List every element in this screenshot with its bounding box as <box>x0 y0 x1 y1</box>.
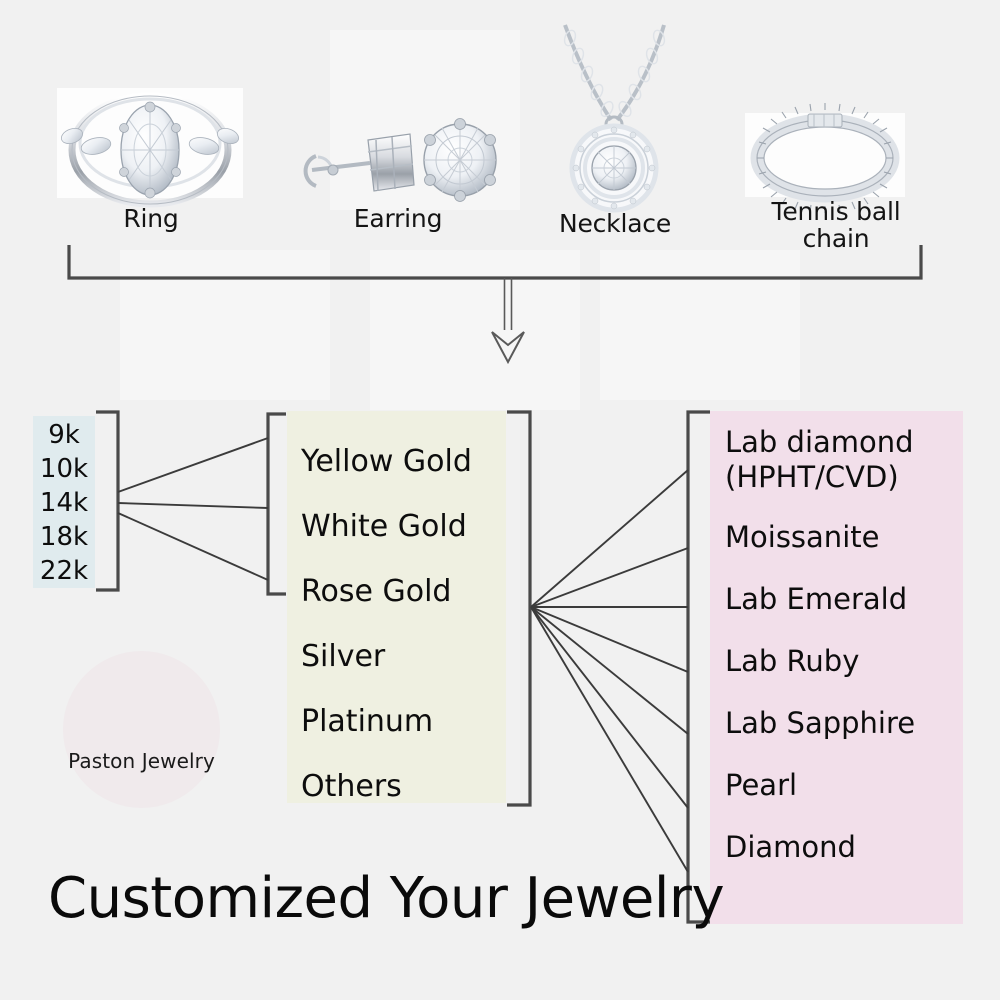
necklace-photo <box>563 24 666 213</box>
metal-to-gem-lines <box>530 469 689 873</box>
karat-option-9k[interactable]: 9k <box>48 420 80 450</box>
karat-option-10k[interactable]: 10k <box>39 454 89 484</box>
metal-option-platinum[interactable]: Platinum <box>301 704 434 739</box>
product-tennis-ball-chain[interactable]: Tennis ball chain <box>760 198 912 252</box>
karat-options-box: 9k 10k 14k 18k 22k <box>33 416 95 588</box>
gem-bracket-icon <box>686 410 710 924</box>
metal-option-yellow-gold[interactable]: Yellow Gold <box>301 444 472 479</box>
metal-option-white-gold[interactable]: White Gold <box>301 509 467 544</box>
product-label: Earring <box>353 204 443 233</box>
top-group-bracket-icon <box>67 245 923 280</box>
product-earring[interactable]: Earring <box>325 205 471 232</box>
product-label: Ring <box>123 204 179 233</box>
gem-option-pearl[interactable]: Pearl <box>725 768 798 802</box>
product-ring[interactable]: Ring <box>78 205 224 232</box>
metal-option-silver[interactable]: Silver <box>301 639 386 674</box>
product-label: Tennis ball chain <box>771 197 901 253</box>
ring-photo <box>57 88 243 208</box>
karat-bracket-icon <box>96 410 120 592</box>
tennis-bracelet-photo <box>745 103 905 213</box>
metal-bracket-icon <box>266 410 532 807</box>
gem-option-lab-sapphire[interactable]: Lab Sapphire <box>725 706 916 740</box>
gem-option-moissanite[interactable]: Moissanite <box>725 520 880 554</box>
karat-option-18k[interactable]: 18k <box>39 522 89 552</box>
down-arrow-icon <box>491 278 525 365</box>
brand-name: Paston Jewelry <box>68 748 215 773</box>
gem-option-lab-diamond[interactable]: Lab diamond (HPHT/CVD) <box>725 425 914 494</box>
page-title: Customized Your Jewelry <box>48 866 725 931</box>
metal-options-box: Yellow Gold White Gold Rose Gold Silver … <box>287 411 506 804</box>
gem-option-diamond[interactable]: Diamond <box>725 830 856 864</box>
product-necklace[interactable]: Necklace <box>542 210 688 237</box>
gemstone-options-box: Lab diamond (HPHT/CVD) Moissanite Lab Em… <box>710 411 963 924</box>
gem-option-lab-emerald[interactable]: Lab Emerald <box>725 582 908 616</box>
earring-photo <box>303 118 497 202</box>
karat-option-14k[interactable]: 14k <box>39 488 89 518</box>
brand-logo[interactable]: Paston Jewelry <box>63 651 220 808</box>
karat-option-22k[interactable]: 22k <box>39 556 89 586</box>
gem-option-lab-ruby[interactable]: Lab Ruby <box>725 644 860 678</box>
karat-to-metal-lines <box>117 437 269 581</box>
metal-option-others[interactable]: Others <box>301 769 402 804</box>
product-label: Necklace <box>558 209 672 238</box>
metal-option-rose-gold[interactable]: Rose Gold <box>301 574 452 609</box>
